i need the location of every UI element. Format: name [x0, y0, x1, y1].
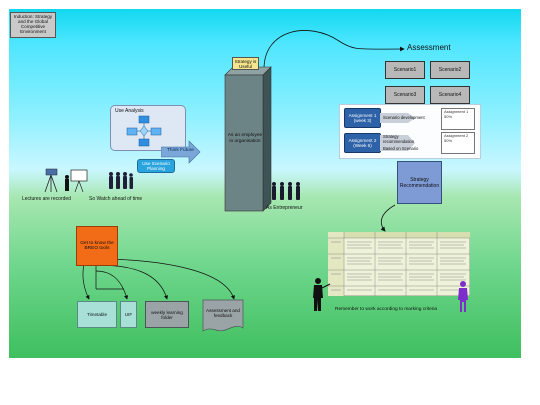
- weekly-learning-folder-box[interactable]: weekly learning folder: [145, 301, 189, 328]
- timetable-box[interactable]: Timetable: [77, 301, 117, 328]
- think-future-label: Think Future: [167, 148, 194, 153]
- lecturer-board-icon: [65, 169, 88, 193]
- flowchart-icon: [126, 115, 162, 147]
- student-silhouette-icon: [458, 281, 468, 312]
- employee-label: As an employee in organisation: [227, 133, 263, 144]
- assignment-1-doc: Assignment 1 50%: [441, 108, 475, 130]
- assignment-1-note: Scenario development: [383, 115, 425, 120]
- strategy-recommendation-box: Strategy Recommendation: [397, 161, 442, 204]
- organisation-tower: [224, 66, 272, 212]
- assessment-title: Assessment: [407, 43, 451, 52]
- assignment-2-arrow: [380, 135, 415, 151]
- assignment-1-arrow: [380, 113, 415, 123]
- analysis-panel: Use Analysis: [110, 105, 186, 151]
- think-future-arrow: [161, 140, 201, 164]
- header-box: Induction: Strategy and the Global Compe…: [10, 12, 56, 38]
- curve-to-assessment: [263, 30, 405, 70]
- presenter-silhouette-icon: [313, 278, 331, 311]
- entrepreneur-people-icon: [272, 182, 300, 200]
- entrepreneur-label: As Entrepreneur: [266, 205, 303, 211]
- assignment-2-note-2: Based on Scenario: [383, 146, 419, 151]
- watch-label: So Watch ahead of time: [89, 196, 143, 202]
- students-icon: [109, 172, 133, 189]
- assignment-2-doc: Assignment 2 50%: [441, 132, 475, 154]
- scenario-3[interactable]: Scenario3: [385, 86, 425, 104]
- criteria-label: Remember to work according to marking cr…: [335, 307, 438, 312]
- scenario-4[interactable]: Scenario4: [430, 86, 470, 104]
- scenario-1[interactable]: Scenario1: [385, 61, 425, 79]
- uif-box[interactable]: UIF: [120, 301, 137, 328]
- scenario-2[interactable]: Scenario2: [430, 61, 470, 79]
- slide: Induction: Strategy and the Global Compe…: [9, 9, 521, 358]
- analysis-title: Use Analysis: [115, 108, 144, 114]
- assignment-2-note-1: Strategy recommendation: [383, 134, 415, 144]
- curve-to-criteria: [380, 204, 396, 232]
- assignment-2-button[interactable]: Assignment 2 (Week 6): [344, 133, 381, 153]
- breo-tools-box[interactable]: Get to know the BREO tools: [76, 226, 118, 266]
- assessment-feedback-doc-shape: [202, 299, 244, 332]
- marking-criteria-table: [328, 232, 470, 296]
- assessment-feedback-label[interactable]: Assessment and feedback: [206, 308, 240, 319]
- assignment-1-button[interactable]: Assignment 1 (week 3): [344, 108, 381, 128]
- lectures-label: Lectures are recorded: [22, 196, 71, 202]
- lecture-camera-icon: [44, 168, 58, 193]
- scenario-planning-button[interactable]: Use Scenario Planning: [137, 159, 175, 173]
- strategy-useful-label: Strategy is Useful: [232, 57, 259, 70]
